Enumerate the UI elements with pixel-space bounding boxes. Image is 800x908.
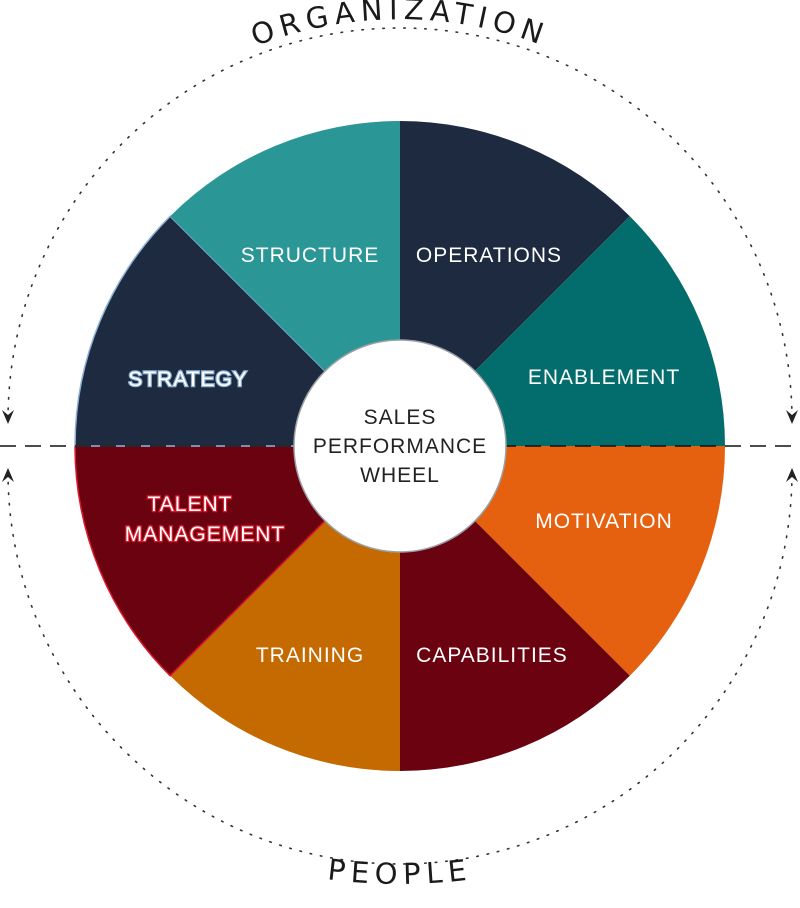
center-circle: [293, 339, 507, 553]
organization-title: ORGANIZATION: [246, 0, 553, 53]
segment-label-motivation: MOTIVATION: [535, 510, 673, 533]
segment-label-structure: STRUCTURE: [241, 244, 380, 267]
arrow-left-up-icon: [2, 468, 14, 482]
segment-label-talent-line1: TALENT: [148, 493, 233, 516]
segment-label-strategy: STRATEGY: [128, 368, 248, 391]
arrow-right-down-icon: [786, 410, 798, 424]
center-label-line2: PERFORMANCE: [313, 435, 487, 458]
people-title: PEOPLE: [326, 852, 474, 891]
center-label-line3: WHEEL: [360, 464, 440, 487]
segment-label-operations: OPERATIONS: [416, 244, 562, 267]
arrow-left-down-icon: [2, 410, 14, 424]
segment-label-training: TRAINING: [256, 644, 364, 667]
segment-label-enablement: ENABLEMENT: [528, 366, 680, 389]
center-label-line1: SALES: [364, 406, 437, 429]
arrow-right-up-icon: [786, 468, 798, 482]
segment-label-talent-line2: MANAGEMENT: [125, 523, 286, 546]
segment-label-capabilities: CAPABILITIES: [416, 644, 568, 667]
